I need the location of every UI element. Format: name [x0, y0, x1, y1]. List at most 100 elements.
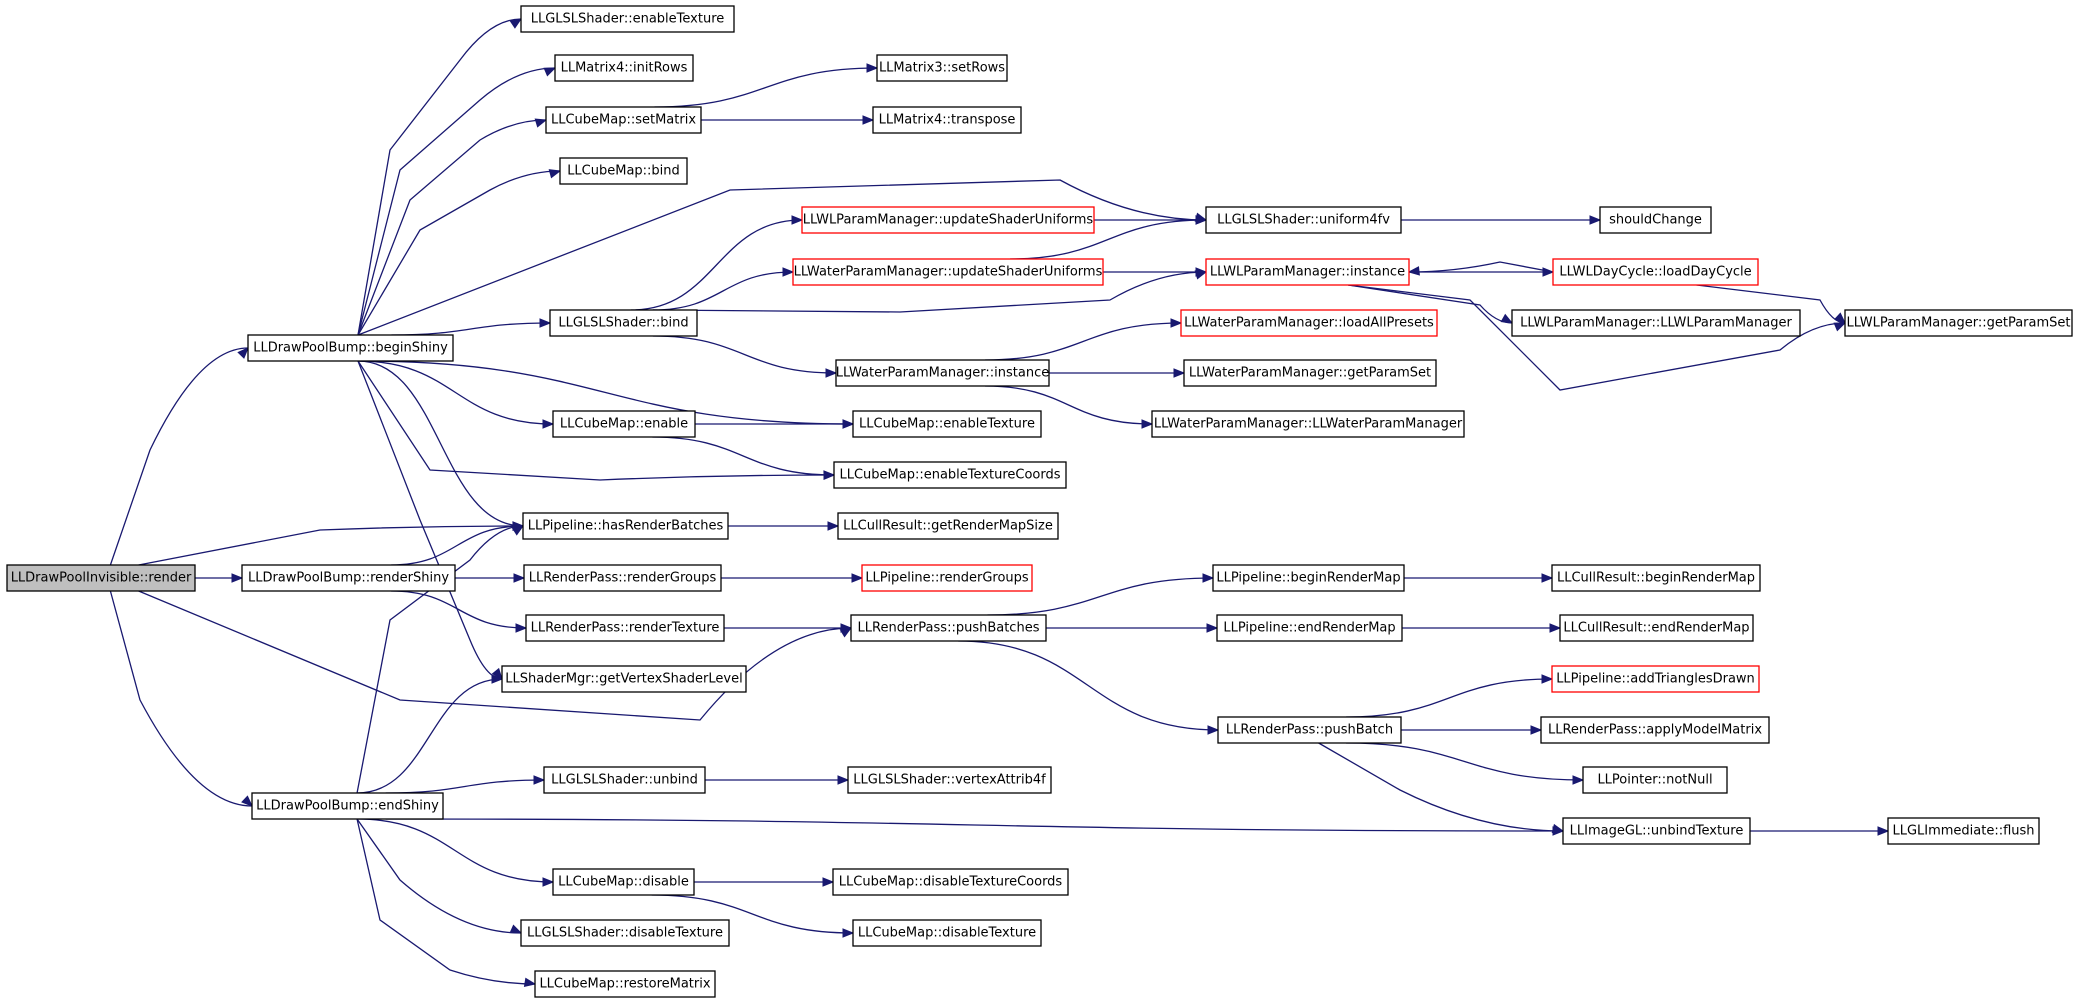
node-gl-enableTexture[interactable]: LLGLSLShader::enableTexture	[520, 5, 735, 33]
edge-rp_pushBatches-to-pl_endRenderMap	[1046, 623, 1219, 633]
node-label: LLWaterParamManager::getParamSet	[1189, 366, 1431, 381]
edge-arrowhead	[1877, 826, 1890, 836]
node-shouldChange[interactable]: shouldChange	[1599, 206, 1712, 234]
node-box	[545, 106, 702, 134]
node-wlpm-ctor[interactable]: LLWLParamManager::LLWLParamManager	[1511, 309, 1801, 337]
node-box	[1151, 410, 1465, 438]
node-wldc-loadDayCycle[interactable]: LLWLDayCycle::loadDayCycle	[1552, 258, 1759, 286]
node-img-unbindTexture[interactable]: LLImageGL::unbindTexture	[1562, 817, 1751, 845]
node-label: LLMatrix4::transpose	[879, 113, 1016, 128]
edge-arrowhead	[825, 368, 838, 378]
node-label: LLWLParamManager::getParamSet	[1847, 316, 2071, 331]
edge-arrowhead	[1541, 674, 1554, 684]
node-pl-renderGroups[interactable]: LLPipeline::renderGroups	[861, 564, 1033, 592]
node-cm-restoreMatrix[interactable]: LLCubeMap::restoreMatrix	[534, 970, 716, 998]
edge-arrowhead	[866, 63, 879, 73]
node-cr-beginRenderMap[interactable]: LLCullResult::beginRenderMap	[1551, 564, 1761, 592]
node-beginShiny[interactable]: LLDrawPoolBump::beginShiny	[247, 334, 454, 362]
node-wpm-updateShaderUniforms[interactable]: LLWaterParamManager::updateShaderUniform…	[792, 258, 1104, 286]
edge-line	[1348, 284, 1846, 391]
node-ptr-notNull[interactable]: LLPointer::notNull	[1582, 766, 1728, 794]
node-label: LLMatrix3::setRows	[879, 61, 1005, 76]
edge-wlpm_instance-to-wlpm_getParamSet	[1348, 284, 1847, 391]
edge-arrowhead	[1207, 725, 1220, 735]
node-cm-disableTextureCoords[interactable]: LLCubeMap::disableTextureCoords	[832, 868, 1069, 896]
node-label: LLRenderPass::renderTexture	[531, 621, 720, 636]
node-wpm-loadAllPresets[interactable]: LLWaterParamManager::loadAllPresets	[1180, 309, 1438, 337]
edge-arrowhead	[862, 115, 875, 125]
node-m3-setRows[interactable]: LLMatrix3::setRows	[876, 54, 1008, 82]
edge-arrowhead	[842, 928, 855, 938]
edge-wldc_loadDayCycle-to-wlpm_instance	[1407, 261, 1554, 276]
node-box	[1582, 766, 1728, 794]
node-box	[850, 614, 1047, 642]
node-label: LLCubeMap::disableTextureCoords	[839, 875, 1063, 890]
node-label: LLGLImmediate::flush	[1892, 824, 2034, 839]
node-cm-enable[interactable]: LLCubeMap::enable	[552, 410, 696, 438]
edge-wlpm_instance-to-wlpm_ctor	[1348, 284, 1514, 324]
node-gl-disableTexture[interactable]: LLGLSLShader::disableTexture	[520, 919, 730, 947]
node-box	[1552, 258, 1759, 286]
edge-arrowhead	[1549, 623, 1562, 633]
node-cm-enableTexture[interactable]: LLCubeMap::enableTexture	[852, 410, 1042, 438]
node-box	[1887, 817, 2040, 845]
node-label: LLCubeMap::setMatrix	[551, 113, 696, 128]
edge-arrowhead	[1141, 419, 1154, 429]
node-gl-vertexAttrib4f[interactable]: LLGLSLShader::vertexAttrib4f	[847, 766, 1052, 794]
node-cm-enableTextureCoords[interactable]: LLCubeMap::enableTextureCoords	[833, 461, 1067, 489]
node-wpm-getParamSet[interactable]: LLWaterParamManager::getParamSet	[1183, 359, 1437, 387]
edge-arrowhead	[533, 775, 546, 785]
node-renderShiny[interactable]: LLDrawPoolBump::renderShiny	[241, 564, 456, 592]
edge-arrowhead	[1195, 215, 1208, 225]
node-root[interactable]: LLDrawPoolInvisible::render	[6, 564, 196, 592]
node-rp-applyModelMatrix[interactable]: LLRenderPass::applyModelMatrix	[1540, 716, 1770, 744]
node-cm-disable[interactable]: LLCubeMap::disable	[552, 868, 695, 896]
edge-arrowhead	[539, 318, 552, 328]
node-cr-endRenderMap[interactable]: LLCullResult::endRenderMap	[1559, 614, 1754, 642]
node-rp-pushBatch[interactable]: LLRenderPass::pushBatch	[1217, 716, 1402, 744]
node-cm-bind[interactable]: LLCubeMap::bind	[559, 157, 688, 185]
node-box	[523, 564, 722, 592]
edge-line	[391, 590, 527, 629]
node-label: LLGLSLShader::uniform4fv	[1217, 213, 1390, 228]
node-m4-transpose[interactable]: LLMatrix4::transpose	[872, 106, 1022, 134]
node-box	[832, 868, 1069, 896]
edge-root-to-beginShiny	[109, 347, 249, 566]
node-wlpm-updateShaderUniforms[interactable]: LLWLParamManager::updateShaderUniforms	[801, 206, 1095, 234]
edge-line	[1348, 284, 1513, 324]
node-cm-setMatrix[interactable]: LLCubeMap::setMatrix	[545, 106, 702, 134]
node-gl-uniform4fv[interactable]: LLGLSLShader::uniform4fv	[1205, 206, 1402, 234]
node-rp-pushBatches[interactable]: LLRenderPass::pushBatches	[850, 614, 1047, 642]
node-label: LLPipeline::renderGroups	[865, 571, 1029, 586]
node-cm-disableTexture[interactable]: LLCubeMap::disableTexture	[852, 919, 1042, 947]
edge-line	[987, 577, 1214, 616]
node-wlpm-getParamSet[interactable]: LLWLParamManager::getParamSet	[1844, 309, 2073, 337]
node-imm-flush[interactable]: LLGLImmediate::flush	[1887, 817, 2040, 845]
edge-line	[357, 360, 835, 481]
node-gl-unbind[interactable]: LLGLSLShader::unbind	[543, 766, 706, 794]
node-rp-renderGroups[interactable]: LLRenderPass::renderGroups	[523, 564, 722, 592]
node-label: LLPipeline::addTrianglesDrawn	[1556, 672, 1755, 687]
node-pl-beginRenderMap[interactable]: LLPipeline::beginRenderMap	[1212, 564, 1405, 592]
node-pl-hasRenderBatches[interactable]: LLPipeline::hasRenderBatches	[522, 512, 729, 540]
node-endShiny[interactable]: LLDrawPoolBump::endShiny	[251, 792, 444, 820]
node-rp-renderTexture[interactable]: LLRenderPass::renderTexture	[525, 614, 725, 642]
node-box	[1551, 665, 1760, 693]
edge-line	[356, 818, 522, 934]
edge-beginShiny-to-cm_setMatrix	[357, 118, 548, 336]
node-label: LLWLDayCycle::loadDayCycle	[1559, 265, 1751, 280]
node-gl-bind[interactable]: LLGLSLShader::bind	[549, 309, 698, 337]
node-wpm-ctor[interactable]: LLWaterParamManager::LLWaterParamManager	[1151, 410, 1465, 438]
node-m4-initRows[interactable]: LLMatrix4::initRows	[554, 54, 694, 82]
node-box	[1205, 258, 1410, 286]
node-cr-getRenderMapSize[interactable]: LLCullResult::getRenderMapSize	[837, 512, 1059, 540]
node-pl-addTrianglesDrawn[interactable]: LLPipeline::addTrianglesDrawn	[1551, 665, 1760, 693]
node-wlpm-instance[interactable]: LLWLParamManager::instance	[1205, 258, 1410, 286]
edge-gl_bind-to-wpm_updateShaderUniforms	[652, 267, 795, 311]
node-box	[525, 614, 725, 642]
node-pl-endRenderMap[interactable]: LLPipeline::endRenderMap	[1216, 614, 1403, 642]
call-graph-nodes: LLDrawPoolInvisible::renderLLDrawPoolBum…	[6, 5, 2073, 998]
node-wpm-instance[interactable]: LLWaterParamManager::instance	[835, 359, 1050, 387]
node-box	[241, 564, 456, 592]
node-sm-getVertexShaderLevel[interactable]: LLShaderMgr::getVertexShaderLevel	[501, 665, 747, 693]
